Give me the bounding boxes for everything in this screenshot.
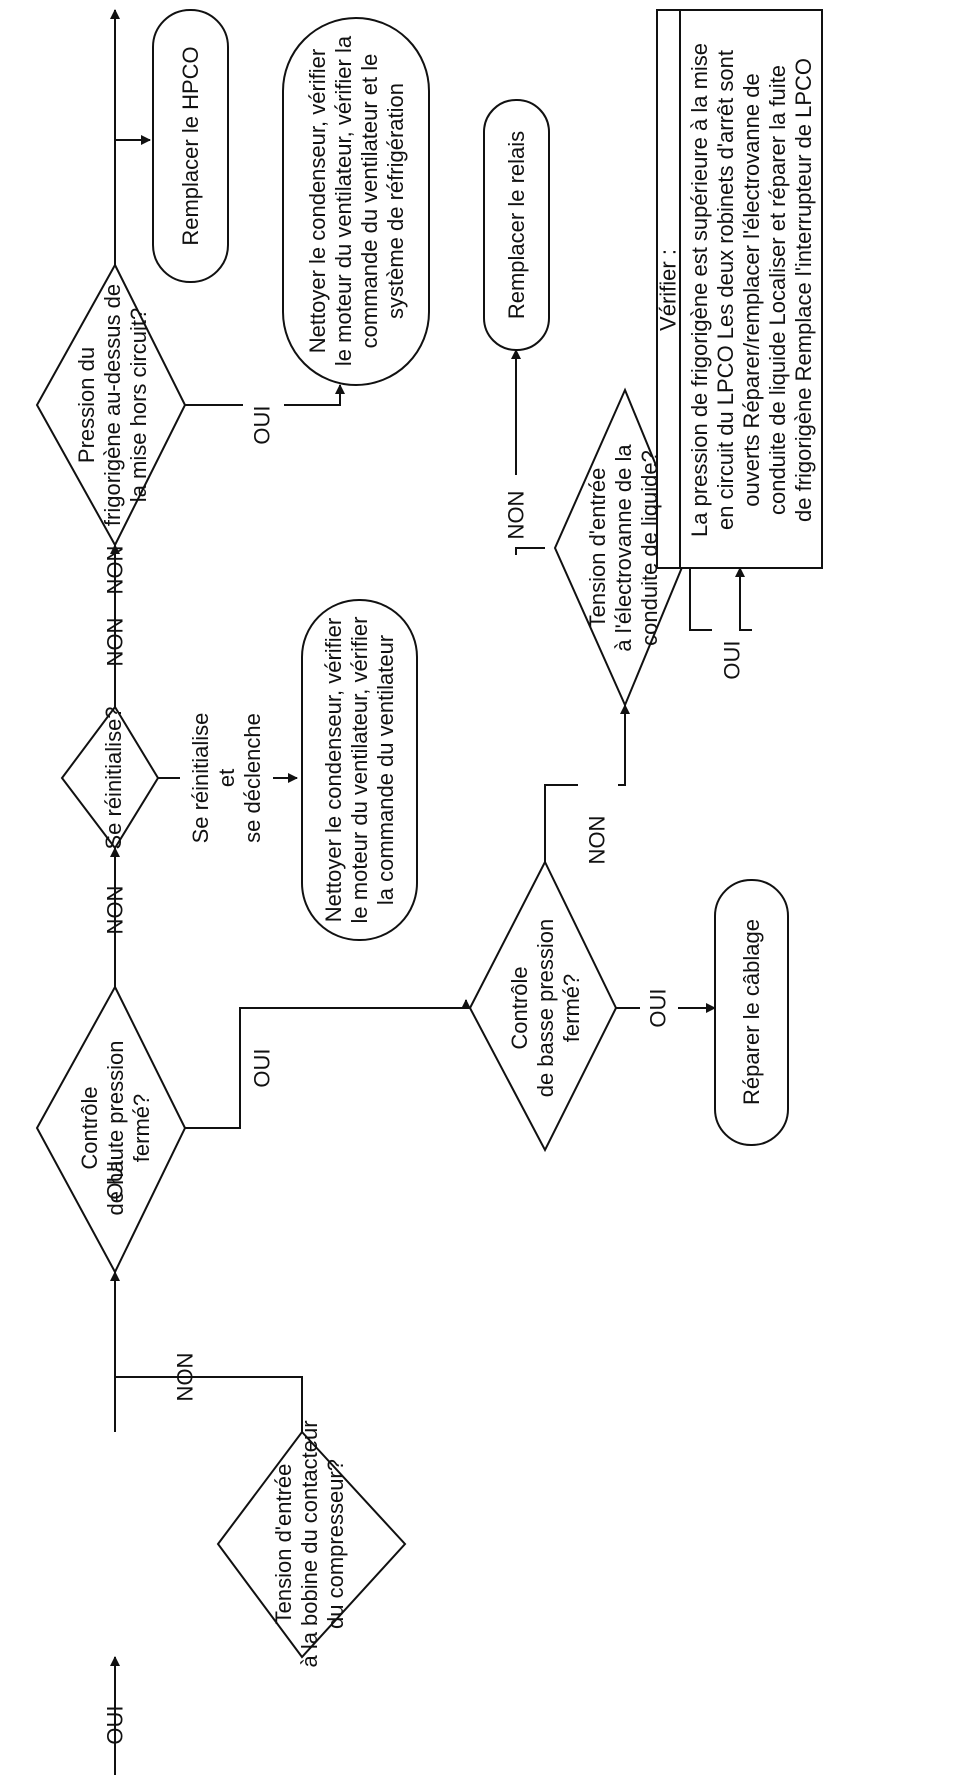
d2-text-line: Contrôle: [77, 1086, 102, 1169]
relais-text: Remplacer le relais: [504, 131, 529, 319]
d5-text: Contrôlede basse pressionfermé?: [507, 919, 584, 1098]
cablage-text: Réparer le câblage: [739, 919, 764, 1105]
nettoyer1-text: Nettoyer le condenseur, vérifierle moteu…: [321, 617, 398, 924]
edge-d5-non-to-d6: [544, 705, 625, 862]
label-reset-trip-line: Se réinitialise: [188, 713, 213, 844]
texts: Tension d'entréeà la bobine du contacteu…: [74, 35, 816, 1744]
hpco-text-line: Remplacer le HPCO: [178, 46, 203, 245]
verify-text-line: ouverts Réparer/remplacer l'électrovanne…: [739, 73, 764, 506]
d1-text-line: du compresseur?: [323, 1459, 348, 1629]
verify-title: Vérifier :: [656, 249, 681, 331]
terminal-repair-wiring: [714, 879, 789, 1146]
label-non-d5: NON: [585, 816, 610, 865]
verify-text-line: La pression de frigorigène est supérieur…: [687, 43, 712, 537]
label-oui-d2: OUI: [250, 1048, 275, 1087]
connectors: [114, 9, 752, 1775]
decision-resets: [60, 705, 160, 850]
d1-text-line: à la bobine du contacteur: [297, 1420, 322, 1667]
nettoyer2-text: Nettoyer le condenseur, vérifierle moteu…: [305, 35, 408, 366]
label-oui-in: OUI: [103, 1705, 128, 1744]
nettoyer1-text-line: le moteur du ventilateur, vérifier: [347, 617, 372, 924]
edge-d6-oui-to-verify: [689, 548, 752, 631]
cablage-text-line: Réparer le câblage: [739, 919, 764, 1105]
nettoyer2-text-line: système de réfrigération: [383, 83, 408, 319]
label-reset-trip-line: et: [214, 769, 239, 787]
d3-text-line: Se réinitialise?: [101, 706, 126, 849]
label-non-d3: NON: [103, 618, 128, 667]
edge-d4-oui-to-nettoyer2: [185, 385, 340, 406]
verify-box: [656, 9, 823, 569]
edge-d2-oui-to-d5: [185, 999, 471, 1129]
d4-text-line: Pression du: [74, 347, 99, 463]
terminal-clean-condenser-fan: [301, 599, 418, 941]
label-oui-d4: OUI: [250, 405, 275, 444]
d6-text-line: à l'électrovanne de la: [611, 444, 636, 652]
nettoyer1-text-line: la commande du ventilateur: [373, 635, 398, 905]
d2-text: Contrôlede haute pressionfermé?: [77, 1041, 154, 1216]
label-non-d1: NON: [173, 1353, 198, 1402]
label-reset-trip-line: se déclenche: [240, 713, 265, 843]
label-non-d2: NON: [103, 886, 128, 935]
d4-text-line: la mise hors circuit?: [126, 308, 151, 502]
d3-text: Se réinitialise?: [101, 706, 126, 849]
label-oui-out: OUI: [103, 1160, 128, 1199]
d2-text-line: de haute pression: [103, 1041, 128, 1216]
d6-text-line: Tension d'entrée: [585, 468, 610, 629]
decision-pressure-above-cutout: [35, 262, 187, 548]
label-reset-trip: Se réinitialiseetse déclenche: [188, 713, 265, 844]
shapes: [35, 9, 823, 1659]
label-oui-d6: OUI: [720, 640, 745, 679]
verify-text-line: de frigorigène Remplace l'interrupteur d…: [791, 58, 816, 522]
label-oui-d5: OUI: [646, 988, 671, 1027]
d5-text-line: de basse pression: [533, 919, 558, 1098]
d2-text-line: fermé?: [129, 1094, 154, 1162]
verify-text-line: en circuit du LPCO Les deux robinets d'a…: [713, 50, 738, 530]
d1-text: Tension d'entréeà la bobine du contacteu…: [271, 1420, 348, 1667]
label-non-d4: NON: [103, 546, 128, 595]
decision-high-pressure-closed: [35, 984, 187, 1275]
verify-text: La pression de frigorigène est supérieur…: [687, 43, 816, 537]
d6-text: Tension d'entréeà l'électrovanne de laco…: [585, 444, 662, 652]
relais-text-line: Remplacer le relais: [504, 131, 529, 319]
d4-text: Pression dufrigorigène au-dessus dela mi…: [74, 284, 151, 526]
terminal-replace-hpco: [152, 9, 229, 283]
d6-text-line: conduite de liquide?: [637, 450, 662, 646]
nettoyer2-text-line: le moteur du ventilateur, vérifier la: [331, 35, 356, 366]
hpco-text: Remplacer le HPCO: [178, 46, 203, 245]
label-non-d6: NON: [504, 491, 529, 540]
nettoyer2-text-line: commande du ventilateur et le: [357, 54, 382, 349]
nettoyer1-text-line: Nettoyer le condenseur, vérifier: [321, 618, 346, 923]
edge-d6-non-to-relais: [516, 350, 545, 555]
decision-low-pressure-closed: [468, 859, 618, 1153]
nettoyer2-text-line: Nettoyer le condenseur, vérifier: [305, 49, 330, 354]
d5-text-line: fermé?: [559, 974, 584, 1042]
d5-text-line: Contrôle: [507, 966, 532, 1049]
terminal-replace-relay: [483, 99, 550, 351]
edge-d4-non-to-hpco: [114, 140, 150, 265]
decision-compressor-coil-voltage: [216, 1430, 407, 1659]
d4-text-line: frigorigène au-dessus de: [100, 284, 125, 526]
d1-text-line: Tension d'entrée: [271, 1464, 296, 1625]
verify-text-line: conduite de liquide Localiser et réparer…: [765, 65, 790, 515]
terminal-clean-condenser-system: [282, 17, 430, 386]
